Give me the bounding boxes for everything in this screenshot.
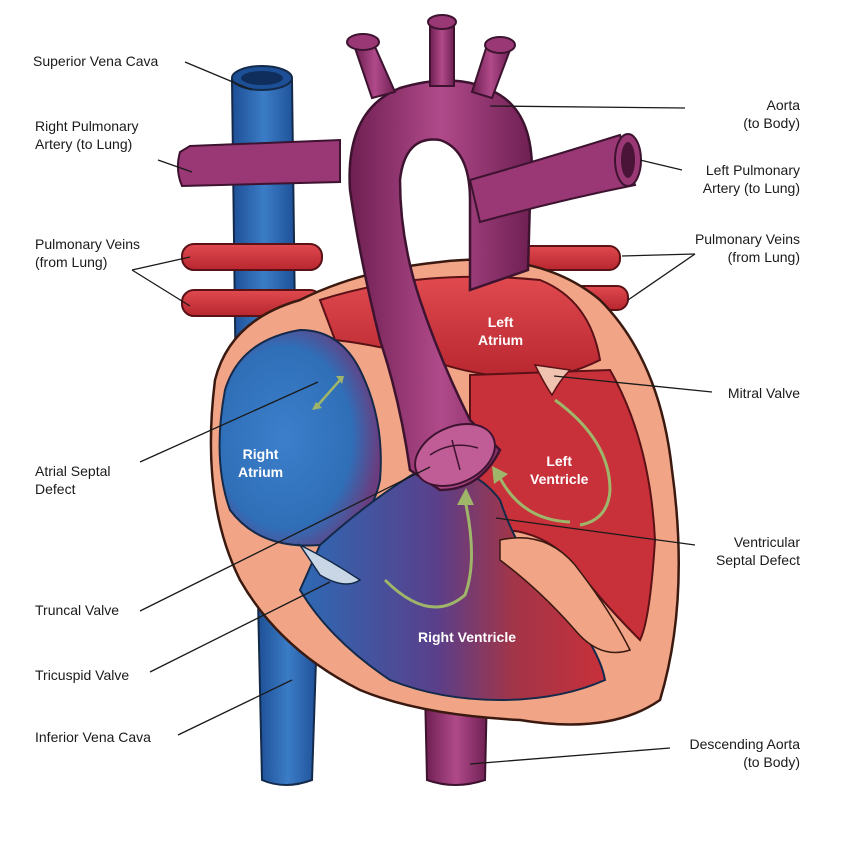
label-left-atrium: Left Atrium bbox=[478, 314, 524, 348]
aortic-branch-2 bbox=[429, 21, 455, 87]
label-pulmonary-veins-left: Pulmonary Veins (from Lung) bbox=[35, 236, 141, 270]
label-tricuspid-valve: Tricuspid Valve bbox=[35, 667, 130, 683]
mitral-valve-leaflets bbox=[533, 364, 572, 397]
label-truncal-valve: Truncal Valve bbox=[35, 602, 120, 618]
label-right-atrium: Right Atrium bbox=[238, 446, 284, 480]
leader-lines bbox=[131, 61, 713, 765]
label-inferior-vena-cava: Inferior Vena Cava bbox=[35, 729, 151, 745]
label-right-ventricle: Right Ventricle bbox=[418, 629, 517, 645]
right-ventricle-flow-arrow bbox=[383, 499, 473, 609]
asd-flow-arrow bbox=[317, 379, 341, 406]
label-left-ventricle: Left Ventricle bbox=[530, 453, 589, 487]
right-atrium-chamber bbox=[218, 328, 382, 547]
label-mitral-valve: Mitral Valve bbox=[727, 385, 800, 401]
right-pulmonary-artery-vessel bbox=[176, 138, 341, 188]
ventricular-septum bbox=[499, 537, 632, 654]
label-atrial-septal-defect: Atrial Septal Defect bbox=[35, 463, 111, 497]
label-ventricular-septal-defect: Ventricular Septal Defect bbox=[715, 534, 800, 568]
pulmonary-vein-left-upper bbox=[181, 243, 323, 271]
label-superior-vena-cava: Superior Vena Cava bbox=[33, 53, 159, 69]
truncal-valve-opening bbox=[414, 423, 496, 487]
label-pulmonary-veins-right: Pulmonary Veins (from Lung) bbox=[694, 231, 800, 265]
label-right-pulmonary-artery: Right Pulmonary Artery (to Lung) bbox=[35, 118, 139, 152]
left-ventricle-flow-arrow bbox=[554, 398, 612, 527]
tricuspid-valve-leaflets bbox=[297, 543, 362, 585]
left-pulmonary-artery-vessel bbox=[468, 133, 637, 224]
label-left-pulmonary-artery: Left Pulmonary Artery (to Lung) bbox=[702, 162, 800, 196]
label-descending-aorta: Descending Aorta (to Body) bbox=[689, 736, 800, 770]
label-aorta: Aorta (to Body) bbox=[743, 97, 800, 131]
